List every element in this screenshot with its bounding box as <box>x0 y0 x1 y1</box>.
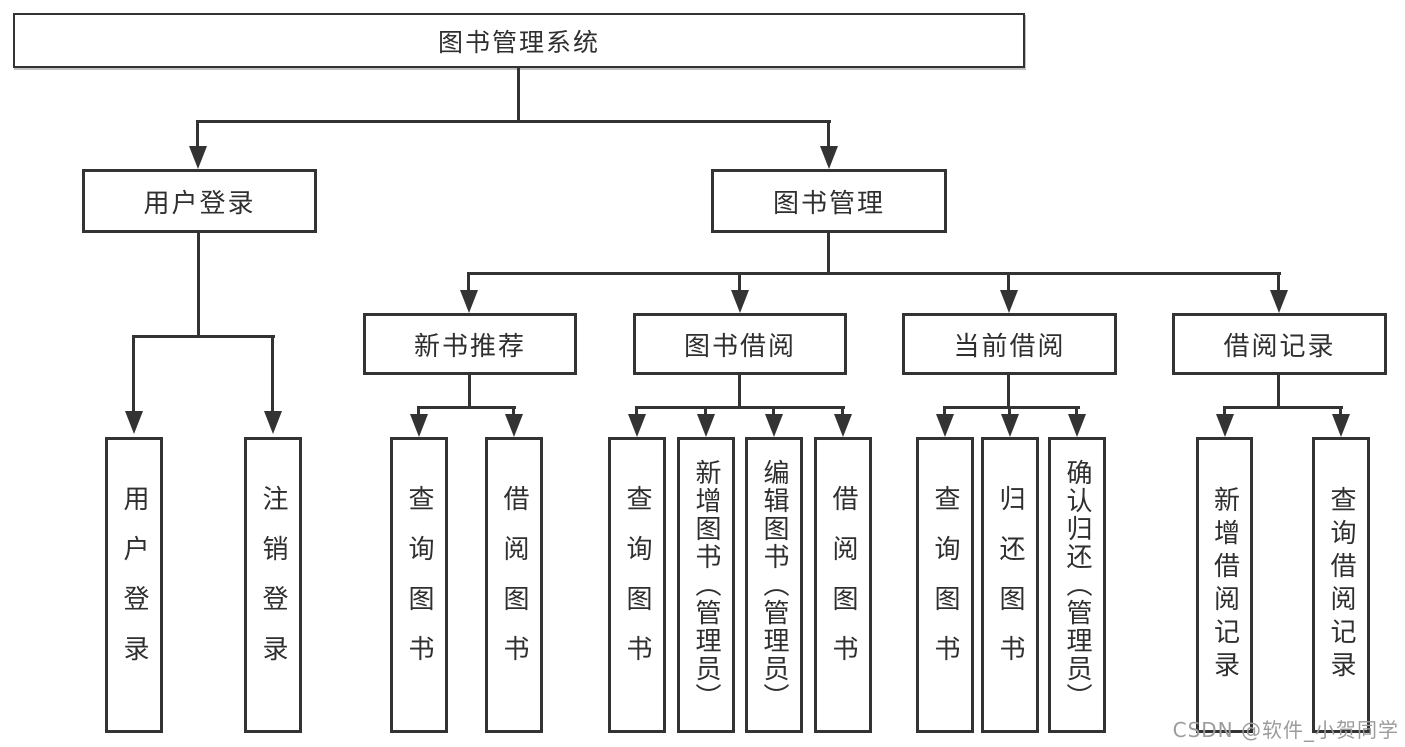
leaf-current-query-books: 查询图书 <box>916 437 974 733</box>
leaf-recommend-query-books-label: 查询图书 <box>404 485 434 685</box>
leaf-add-borrow-record-label: 新增借阅记录 <box>1209 486 1240 684</box>
leaf-add-books-admin: 新增图书（管理员） <box>677 437 735 733</box>
node-root-label: 图书管理系统 <box>437 27 600 57</box>
arrow-down-icon <box>704 406 707 414</box>
leaf-return-books-label: 归还图书 <box>995 485 1025 685</box>
node-current-borrowing: 当前借阅 <box>902 313 1117 375</box>
leaf-borrowing-query-books-label: 查询图书 <box>622 485 652 685</box>
arrow-down-icon <box>841 406 844 414</box>
arrow-down-icon <box>1008 406 1011 414</box>
leaf-borrow-books: 借阅图书 <box>814 437 872 733</box>
leaf-query-borrow-record-label: 查询借阅记录 <box>1326 486 1356 684</box>
arrow-down-icon <box>1277 272 1280 290</box>
leaf-user-login: 用户登录 <box>105 437 163 733</box>
connector-vline <box>738 375 741 406</box>
arrow-down-icon <box>1339 406 1342 414</box>
connector-hline <box>417 406 516 409</box>
arrow-down-icon <box>132 335 135 411</box>
connector-vline <box>197 233 200 335</box>
node-borrowing-records-label: 借阅记录 <box>1223 331 1336 362</box>
node-borrowing-records: 借阅记录 <box>1172 313 1387 375</box>
leaf-recommend-borrow-books: 借阅图书 <box>485 437 543 733</box>
node-user-login-branch: 用户登录 <box>82 169 317 233</box>
arrow-down-icon <box>1075 406 1078 414</box>
arrow-down-icon <box>271 335 274 411</box>
connector-hline <box>196 120 831 123</box>
node-new-book-recommendation-label: 新书推荐 <box>413 331 526 362</box>
leaf-borrowing-query-books: 查询图书 <box>608 437 666 733</box>
node-root-system: 图书管理系统 <box>13 13 1025 68</box>
node-user-login-branch-label: 用户登录 <box>143 188 256 219</box>
arrow-down-icon <box>467 272 470 290</box>
leaf-borrow-books-label: 借阅图书 <box>828 485 858 685</box>
leaf-user-login-label: 用户登录 <box>119 485 149 685</box>
arrow-down-icon <box>512 406 515 414</box>
leaf-confirm-return-admin: 确认归还（管理员） <box>1048 437 1106 733</box>
node-book-borrowing-label: 图书借阅 <box>683 331 796 362</box>
connector-vline <box>1007 375 1010 406</box>
arrow-down-icon <box>827 120 830 146</box>
connector-vline <box>1277 375 1280 406</box>
arrow-down-icon <box>417 406 420 414</box>
arrow-down-icon <box>943 406 946 414</box>
leaf-recommend-borrow-books-label: 借阅图书 <box>499 485 529 685</box>
connector-hline <box>467 272 1281 275</box>
leaf-edit-books-admin-label: 编辑图书（管理员） <box>759 459 789 711</box>
arrow-down-icon <box>196 120 199 146</box>
arrow-down-icon <box>1007 272 1010 290</box>
leaf-current-query-books-label: 查询图书 <box>930 485 960 685</box>
leaf-return-books: 归还图书 <box>981 437 1039 733</box>
connector-hline <box>635 406 845 409</box>
connector-hline <box>132 335 275 338</box>
watermark: CSDN @软件_小贺同学 <box>1172 718 1399 742</box>
arrow-down-icon <box>635 406 638 414</box>
connector-vline <box>517 68 520 120</box>
leaf-recommend-query-books: 查询图书 <box>390 437 448 733</box>
leaf-confirm-return-admin-label: 确认归还（管理员） <box>1062 459 1092 711</box>
leaf-add-borrow-record: 新增借阅记录 <box>1196 437 1253 733</box>
arrow-down-icon <box>772 406 775 414</box>
node-new-book-recommendation: 新书推荐 <box>363 313 577 375</box>
connector-hline <box>943 406 1080 409</box>
leaf-add-books-admin-label: 新增图书（管理员） <box>691 459 721 711</box>
leaf-logout: 注销登录 <box>244 437 302 733</box>
node-book-borrowing: 图书借阅 <box>633 313 847 375</box>
node-book-management-branch-label: 图书管理 <box>772 188 885 219</box>
node-current-borrowing-label: 当前借阅 <box>953 331 1066 362</box>
leaf-logout-label: 注销登录 <box>258 485 288 685</box>
connector-vline <box>827 233 830 272</box>
connector-vline <box>468 375 471 406</box>
arrow-down-icon <box>738 272 741 290</box>
node-book-management-branch: 图书管理 <box>711 169 947 233</box>
leaf-edit-books-admin: 编辑图书（管理员） <box>745 437 803 733</box>
arrow-down-icon <box>1223 406 1226 414</box>
leaf-query-borrow-record: 查询借阅记录 <box>1312 437 1370 733</box>
connector-hline <box>1223 406 1343 409</box>
